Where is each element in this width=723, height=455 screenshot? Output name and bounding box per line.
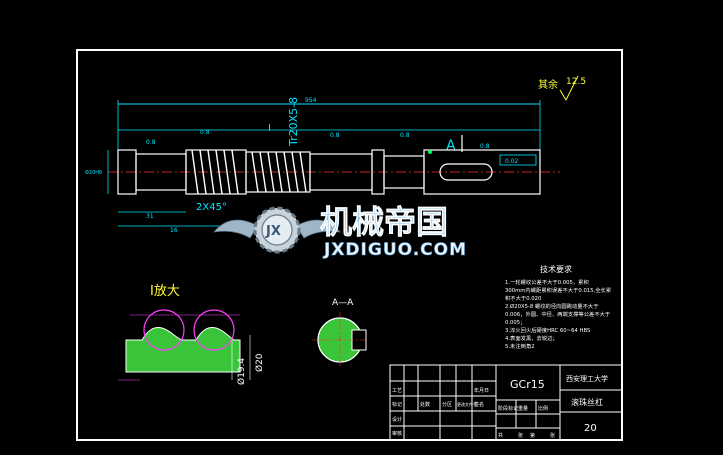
section-marker-A: A bbox=[446, 138, 456, 154]
part-name-cell: 滚珠丝杠 bbox=[571, 397, 603, 407]
logo-subtext: JXDIGUO.COM bbox=[323, 240, 467, 260]
shaft-outline bbox=[117, 149, 541, 195]
tech-req-line: 1.一轮螺纹公差不大于0.005，累积 bbox=[505, 278, 589, 286]
thread-helix bbox=[191, 149, 307, 195]
sheet-label: 张 bbox=[550, 432, 555, 439]
bottom-dim-1-value: 31 bbox=[146, 213, 154, 220]
roughness-d5: 0.8 bbox=[480, 143, 490, 150]
section-view bbox=[312, 312, 368, 368]
roughness-note: 其余 bbox=[538, 78, 558, 91]
outer-frame bbox=[76, 49, 623, 441]
ball-circle-right bbox=[193, 309, 235, 351]
row-label: 设计 bbox=[392, 416, 402, 423]
row-label: 工艺 bbox=[392, 388, 402, 394]
sheet-label: 共 bbox=[498, 432, 503, 439]
small-cell: 分区 bbox=[442, 401, 452, 408]
roughness-d2: 0.8 bbox=[200, 129, 210, 136]
sheet-label: 张 bbox=[518, 432, 523, 439]
roughness-symbol-icon bbox=[559, 75, 579, 102]
tech-req-line: 积不大于0.020 bbox=[505, 294, 542, 302]
tolerance-frame bbox=[499, 154, 537, 166]
tech-req-line: 5.未注倒角2 bbox=[505, 342, 535, 350]
small-cell: 年月日 bbox=[474, 387, 489, 394]
tech-req-line: 4.表面发黑，去锐边； bbox=[505, 334, 558, 342]
school-cell: 西安理工大学 bbox=[566, 374, 608, 383]
row-label: 标记 bbox=[392, 401, 402, 408]
detail-dia-19-4: Ø19.4 bbox=[236, 358, 247, 385]
section-title: A—A bbox=[332, 298, 354, 308]
small-cell: 签名 bbox=[474, 401, 484, 408]
small-cell: 处数 bbox=[420, 401, 430, 408]
bottom-dim-2-value: 16 bbox=[170, 227, 178, 234]
roughness-d4: 0.8 bbox=[400, 132, 410, 139]
tech-req-line: 0.005； bbox=[505, 320, 525, 326]
enlarged-title: I放大 bbox=[150, 284, 180, 299]
tech-req-line: 3.淬火回火后硬度HRC 60~64 HBS bbox=[505, 326, 591, 334]
overall-length: 954 bbox=[305, 97, 317, 104]
left-diameter: Φ20H6 bbox=[85, 170, 102, 176]
header-label: 重量 bbox=[518, 405, 528, 412]
left-wing-icon bbox=[213, 219, 259, 239]
title-block-labels: 标记 设计 审核 工艺 阶段标记 重量 比例 处数 分区 更改文件号 签名 年月… bbox=[392, 387, 555, 439]
shaft-tolerance: 0.02 bbox=[505, 158, 519, 165]
emblem-text: JX bbox=[265, 224, 281, 239]
logo-text: 机械帝国 bbox=[320, 203, 448, 241]
roughness-d3: 0.8 bbox=[330, 132, 340, 139]
chamfer-note: 2X45° bbox=[196, 202, 227, 213]
gear-core bbox=[261, 214, 293, 246]
tech-req-line: 300mm内螺距累积误差不大于0.015,全长累 bbox=[505, 286, 611, 294]
enlarged-detail: Ø19.4 Ø20 bbox=[118, 309, 265, 385]
tech-req-lines: 1.一轮螺纹公差不大于0.005，累积 300mm内螺距累积误差不大于0.015… bbox=[505, 278, 611, 350]
drawing-number-cell: 20 bbox=[584, 423, 597, 434]
material-cell: GCr15 bbox=[510, 378, 545, 391]
keyway-slot bbox=[439, 163, 493, 181]
tech-req-title: 技术要求 bbox=[540, 264, 572, 274]
row-label: 审核 bbox=[392, 430, 402, 437]
thread-spec: Tr20X5-8 bbox=[287, 97, 300, 147]
section-marker-I: I bbox=[268, 123, 271, 134]
header-label: 比例 bbox=[538, 405, 548, 412]
tech-req-line: 2.Ø20X5-8 螺纹的径向圆跳动量不大于 bbox=[505, 302, 599, 310]
watermark-logo: JX 机械帝国 JXDIGUO.COM bbox=[213, 203, 467, 260]
detail-dia-20: Ø20 bbox=[254, 353, 265, 372]
header-label: 阶段标记 bbox=[498, 405, 518, 412]
right-wing-icon bbox=[295, 219, 341, 239]
roughness-d1: 0.8 bbox=[146, 139, 156, 146]
datum-point bbox=[428, 150, 432, 154]
tech-req-line: 0.006，外圆、中径、两端支撑等公差不大于 bbox=[505, 310, 610, 318]
ball-circle-left bbox=[143, 309, 185, 351]
small-cell: 更改文件号 bbox=[457, 401, 477, 407]
roughness-value: 12.5 bbox=[566, 77, 586, 87]
sheet-label: 第 bbox=[530, 432, 535, 439]
title-block-grid bbox=[389, 364, 623, 441]
